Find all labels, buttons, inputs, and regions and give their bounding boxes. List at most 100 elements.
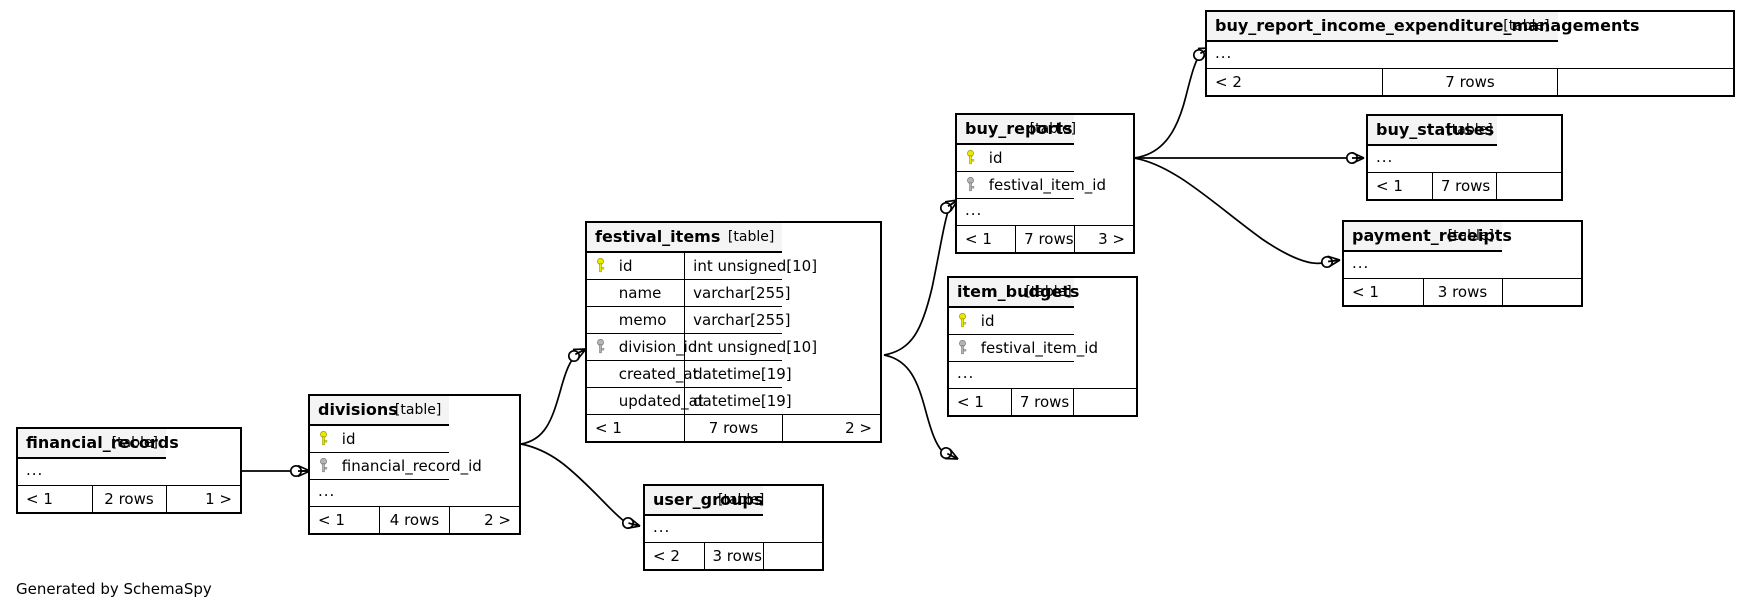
table-tag: [table] bbox=[1382, 12, 1558, 42]
column-name: created_at bbox=[618, 364, 699, 383]
table-tag: [table] bbox=[704, 486, 764, 516]
footer-left[interactable]: < 1 bbox=[1344, 278, 1423, 305]
footer-right[interactable] bbox=[1557, 68, 1733, 95]
column-row-id[interactable]: id bbox=[310, 425, 519, 453]
column-type: datetime[19] bbox=[684, 360, 792, 388]
table-header-row: divisions [table] bbox=[310, 396, 519, 426]
column-row-financial-record-id[interactable]: financial_record_id bbox=[310, 452, 519, 480]
table-name: payment_receipts bbox=[1344, 222, 1512, 252]
column-row-id[interactable]: id bbox=[957, 144, 1133, 172]
ellipsis-label: ... bbox=[310, 479, 450, 507]
column-row-created-at[interactable]: created_at datetime[19] bbox=[587, 360, 880, 388]
table-header-row: item_budgets [table] bbox=[949, 278, 1136, 308]
footer-right[interactable] bbox=[1501, 278, 1581, 305]
column-row-memo[interactable]: memo varchar[255] bbox=[587, 306, 880, 334]
table-festival-items[interactable]: festival_items [table] id int unsigned[1… bbox=[585, 221, 882, 443]
table-header-row: buy_statuses [table] bbox=[1368, 116, 1561, 146]
table-name: buy_reports bbox=[957, 115, 1073, 145]
ellipsis-label: ... bbox=[1344, 251, 1502, 279]
primary-key-icon bbox=[593, 258, 608, 273]
footer-right[interactable]: 3 > bbox=[1073, 225, 1133, 252]
footer-left[interactable]: < 1 bbox=[310, 506, 380, 533]
ellipsis-label: ... bbox=[18, 458, 166, 486]
table-header-row: buy_reports [table] bbox=[957, 115, 1133, 145]
footer-right[interactable] bbox=[762, 542, 822, 569]
column-row-festival-item-id[interactable]: festival_item_id bbox=[957, 171, 1133, 199]
footer-right[interactable]: 2 > bbox=[781, 414, 880, 441]
table-footer-row: < 1 7 rows 2 > bbox=[587, 414, 880, 441]
table-name: item_budgets bbox=[949, 278, 1079, 308]
table-footer-row: < 2 7 rows bbox=[1207, 68, 1733, 95]
column-row-id[interactable]: id int unsigned[10] bbox=[587, 252, 880, 280]
table-financial-records[interactable]: financial_records [table] ... < 1 2 rows… bbox=[16, 427, 242, 514]
table-buy-report-income-expenditure-managements[interactable]: buy_report_income_expenditure_management… bbox=[1205, 10, 1735, 97]
footer-left[interactable]: < 1 bbox=[587, 414, 685, 441]
column-name: festival_item_id bbox=[980, 338, 1098, 357]
table-tag: [table] bbox=[92, 429, 166, 459]
table-name: buy_statuses bbox=[1368, 116, 1494, 146]
table-header-row: user_groups [table] bbox=[645, 486, 822, 516]
column-name: id bbox=[980, 311, 995, 330]
footer-right[interactable]: 1 > bbox=[165, 485, 240, 512]
footer-rows: 3 rows bbox=[1422, 278, 1502, 305]
footer-left[interactable]: < 2 bbox=[645, 542, 704, 569]
table-footer-row: < 1 7 rows 3 > bbox=[957, 225, 1133, 252]
footer-rows: 7 rows bbox=[1431, 172, 1497, 199]
generated-by-credit: Generated by SchemaSpy bbox=[16, 580, 212, 598]
column-name: updated_at bbox=[618, 391, 704, 410]
table-buy-statuses[interactable]: buy_statuses [table] ... < 1 7 rows bbox=[1366, 114, 1563, 201]
column-row-updated-at[interactable]: updated_at datetime[19] bbox=[587, 387, 880, 415]
table-footer-row: < 2 3 rows bbox=[645, 542, 822, 569]
column-name: financial_record_id bbox=[341, 456, 482, 475]
footer-left[interactable]: < 1 bbox=[18, 485, 92, 512]
table-header-row: festival_items [table] bbox=[587, 223, 880, 253]
table-tag: [table] bbox=[684, 223, 783, 253]
table-payment-receipts[interactable]: payment_receipts [table] ... < 1 3 rows bbox=[1342, 220, 1583, 307]
column-name: name bbox=[618, 283, 662, 302]
column-row-division-id[interactable]: division_id int unsigned[10] bbox=[587, 333, 880, 361]
footer-right[interactable]: 2 > bbox=[448, 506, 519, 533]
table-row-ellipsis: ... bbox=[18, 458, 240, 486]
column-type: datetime[19] bbox=[684, 387, 792, 415]
table-item-budgets[interactable]: item_budgets [table] id bbox=[947, 276, 1138, 417]
table-row-ellipsis: ... bbox=[1344, 251, 1581, 279]
table-row-ellipsis: ... bbox=[1207, 41, 1733, 69]
primary-key-icon bbox=[316, 431, 331, 446]
footer-right[interactable] bbox=[1073, 388, 1136, 415]
footer-left[interactable]: < 1 bbox=[949, 388, 1012, 415]
ellipsis-label: ... bbox=[1368, 145, 1497, 173]
primary-key-icon bbox=[955, 313, 970, 328]
column-name: festival_item_id bbox=[988, 175, 1106, 194]
column-type: int unsigned[10] bbox=[684, 333, 817, 361]
table-name: financial_records bbox=[18, 429, 179, 459]
footer-right[interactable] bbox=[1496, 172, 1561, 199]
footer-left[interactable]: < 1 bbox=[957, 225, 1016, 252]
table-name: buy_report_income_expenditure_management… bbox=[1207, 12, 1640, 42]
foreign-key-icon bbox=[316, 458, 331, 473]
footer-left[interactable]: < 2 bbox=[1207, 68, 1383, 95]
column-type: int unsigned[10] bbox=[684, 252, 817, 280]
column-row-id[interactable]: id bbox=[949, 307, 1136, 335]
column-row-festival-item-id[interactable]: festival_item_id bbox=[949, 334, 1136, 362]
table-divisions[interactable]: divisions [table] id bbox=[308, 394, 521, 535]
table-footer-row: < 1 3 rows bbox=[1344, 278, 1581, 305]
table-footer-row: < 1 2 rows 1 > bbox=[18, 485, 240, 512]
table-user-groups[interactable]: user_groups [table] ... < 2 3 rows bbox=[643, 484, 824, 571]
column-row-name[interactable]: name varchar[255] bbox=[587, 279, 880, 307]
footer-left[interactable]: < 1 bbox=[1368, 172, 1433, 199]
table-row-ellipsis: ... bbox=[957, 198, 1133, 226]
table-buy-reports[interactable]: buy_reports [table] id bbox=[955, 113, 1135, 254]
table-row-ellipsis: ... bbox=[645, 515, 822, 543]
column-name: id bbox=[988, 148, 1003, 167]
footer-rows: 4 rows bbox=[379, 506, 450, 533]
table-footer-row: < 1 7 rows bbox=[949, 388, 1136, 415]
column-name: id bbox=[618, 256, 633, 275]
table-name: divisions bbox=[310, 396, 398, 426]
primary-key-icon bbox=[963, 150, 978, 165]
table-footer-row: < 1 7 rows bbox=[1368, 172, 1561, 199]
footer-rows: 7 rows bbox=[1010, 388, 1074, 415]
table-row-ellipsis: ... bbox=[1368, 145, 1561, 173]
foreign-key-icon bbox=[963, 177, 978, 192]
table-name: user_groups bbox=[645, 486, 763, 516]
